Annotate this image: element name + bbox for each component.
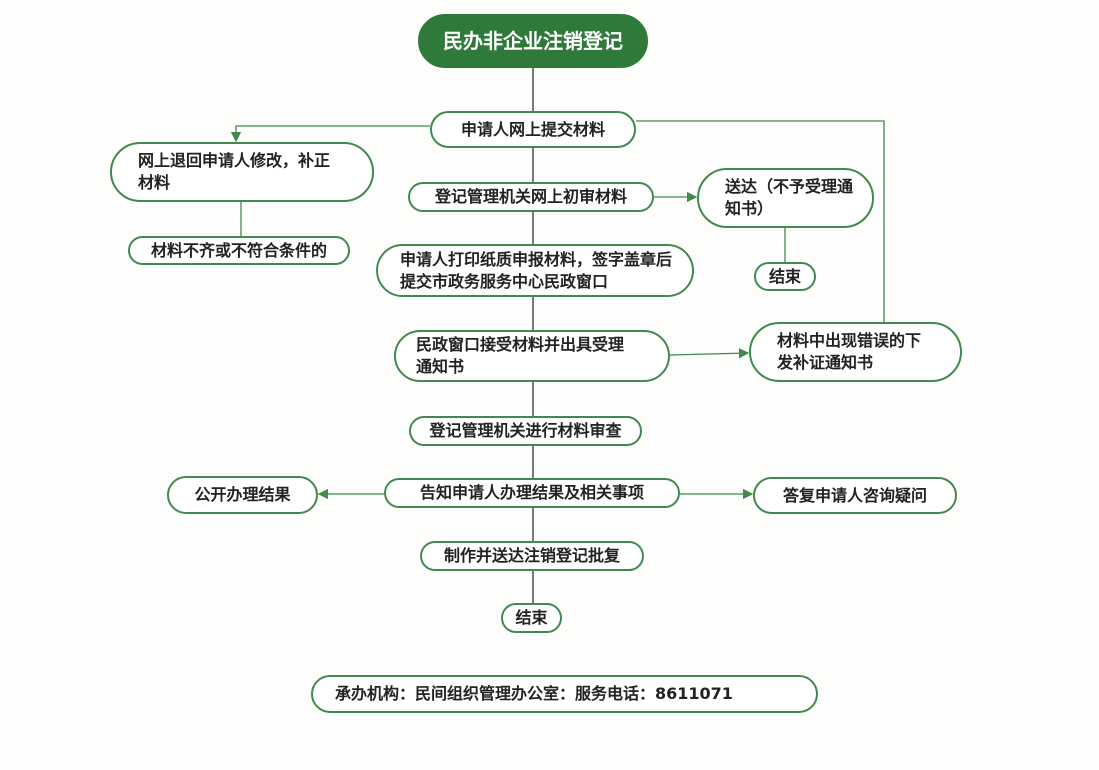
- node-inform-result: 告知申请人办理结果及相关事项: [384, 478, 680, 508]
- node-end-right: 结束: [754, 262, 816, 291]
- arrow-to-return: [230, 125, 430, 143]
- flowchart-title: 民办非企业注销登记: [418, 14, 648, 68]
- node-material-review: 登记管理机关进行材料审查: [409, 416, 642, 446]
- node-answer-questions: 答复申请人咨询疑问: [753, 477, 957, 514]
- node-deliver-rejection: 送达（不予受理通知书）: [697, 168, 874, 228]
- node-incomplete: 材料不齐或不符合条件的: [128, 236, 350, 265]
- node-publish-result: 公开办理结果: [167, 476, 318, 514]
- footer-contact: 承办机构：民间组织管理办公室：服务电话：8611071: [311, 675, 818, 713]
- arrow-to-error: [669, 348, 750, 359]
- node-error-notice: 材料中出现错误的下发补证通知书: [749, 322, 962, 382]
- node-preliminary-review: 登记管理机关网上初审材料: [408, 182, 654, 212]
- node-return-online: 网上退回申请人修改，补正材料: [110, 142, 374, 202]
- node-make-deliver: 制作并送达注销登记批复: [420, 541, 644, 571]
- node-print-submit: 申请人打印纸质申报材料，签字盖章后提交市政务服务中心民政窗口: [376, 244, 694, 297]
- node-end-main: 结束: [501, 603, 562, 633]
- node-window-accept: 民政窗口接受材料并出具受理通知书: [394, 330, 670, 382]
- line-to-error-notice: [636, 120, 885, 322]
- node-submit-online: 申请人网上提交材料: [430, 111, 636, 148]
